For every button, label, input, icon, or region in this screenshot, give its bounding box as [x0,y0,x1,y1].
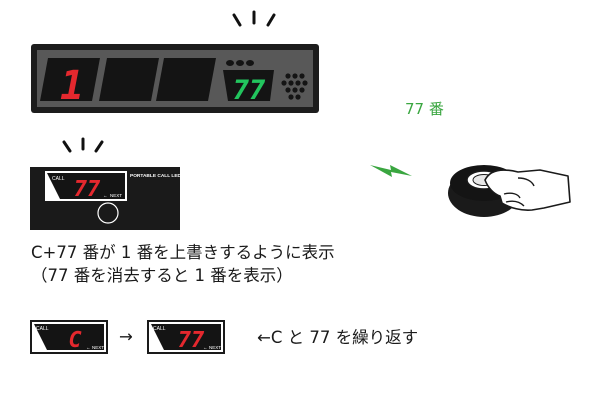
panel-77-value: 77 [178,328,205,353]
next-button [97,202,119,224]
green-digits: 77 [233,75,266,106]
main-led-display: 1 77 [0,0,330,120]
next-label: NEXT [110,193,122,198]
flash-marks-top [232,10,276,27]
svg-text:CALL: CALL [36,326,49,332]
panel-77: CALL 77 ← NEXT [147,320,225,354]
red-digit: 1 [60,63,84,109]
hand-pressing-pager-icon [440,148,580,223]
svg-text:CALL: CALL [153,326,166,332]
speaker-grille [281,73,308,100]
portable-number: 77 [74,177,101,202]
panel-c-value: C [68,328,82,353]
caption-line-2: （77 番を消去すると 1 番を表示） [31,266,293,285]
svg-text:NEXT: NEXT [209,345,221,350]
alert-number-label: 77 番 [405,100,444,118]
portable-call-unit: CALL 77 ← NEXT PORTABLE CALL LED [0,130,200,235]
caption-line-1: C+77 番が 1 番を上書きするように表示 [31,243,335,262]
flash-marks-portable [62,137,104,153]
svg-text:←: ← [103,193,108,198]
wireless-signal-icon [364,155,424,185]
svg-text:←: ← [86,345,91,350]
panel-c: CALL C ← NEXT [30,320,108,354]
brand-label: PORTABLE CALL LED [130,173,182,179]
sequence-arrow: → [119,327,133,346]
svg-text:NEXT: NEXT [92,345,104,350]
call-label: CALL [52,176,65,182]
svg-text:←: ← [203,345,208,350]
repeat-note: ←C と 77 を繰り返す [257,328,419,347]
